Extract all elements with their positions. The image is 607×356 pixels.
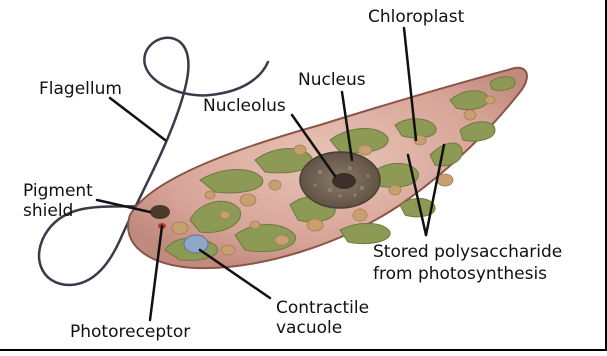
pigment-shield-label-line1: Pigment [23,181,93,201]
photoreceptor-label: Photoreceptor [70,322,190,342]
stored-polysaccharide-label-line1: Stored polysaccharide [373,242,562,262]
contractile-vacuole-label-line1: Contractile [276,298,369,318]
pigment-shield-label-line2: shield [23,201,73,221]
nucleus-shape [300,152,380,208]
flagellum-label: Flagellum [39,79,122,99]
nucleus-label: Nucleus [298,70,366,90]
nucleolus-label: Nucleolus [203,96,286,116]
contractile-vacuole-shape [184,235,208,253]
chloroplast-label: Chloroplast [368,7,464,27]
contractile-vacuole-label-line2: vacuole [276,318,342,338]
pigment-shield-shape [150,205,170,219]
stored-polysaccharide-label-line2: from photosynthesis [373,264,547,284]
